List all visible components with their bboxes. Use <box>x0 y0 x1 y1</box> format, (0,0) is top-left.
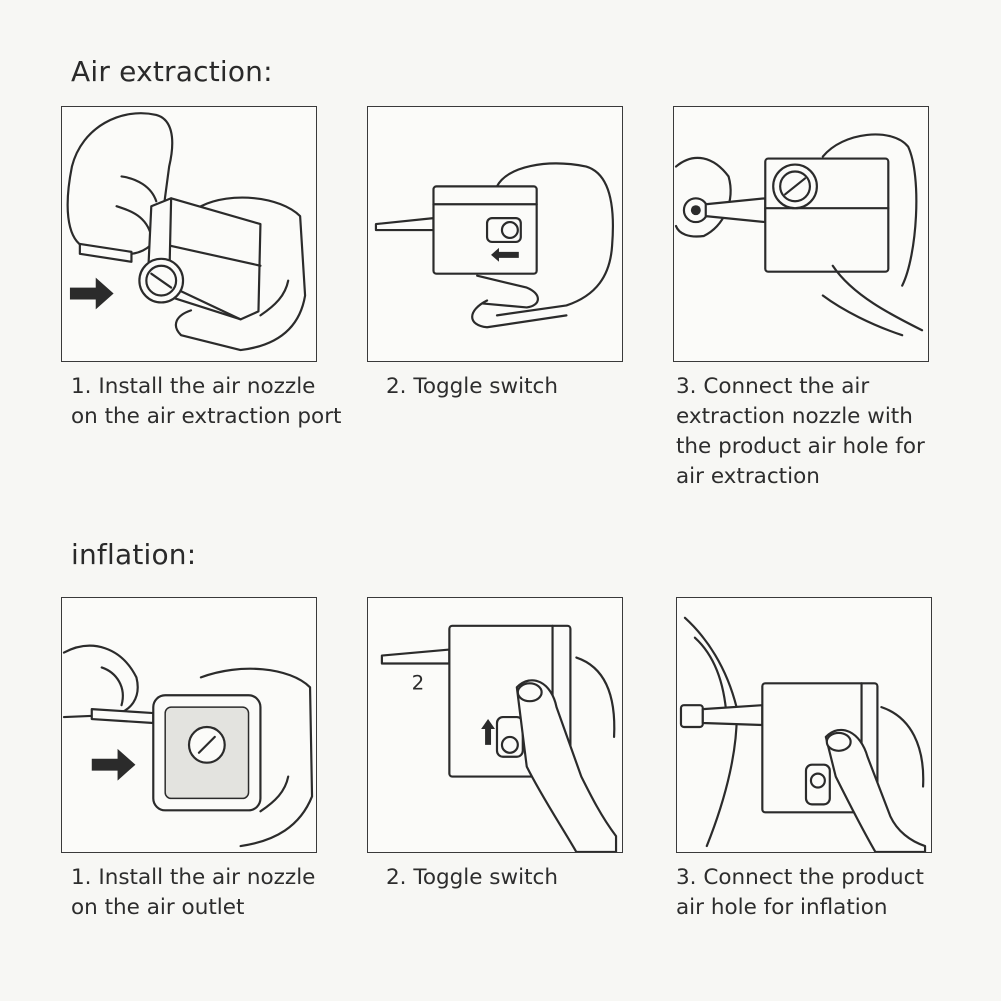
arrow-up-icon <box>481 719 495 745</box>
toggle-switch-icon <box>495 715 524 758</box>
section-title-inflation: inflation: <box>71 538 197 571</box>
hand-icon <box>66 112 307 352</box>
toggle-switch-icon <box>804 763 831 806</box>
nozzle-icon <box>78 242 133 263</box>
valve-icon <box>679 704 704 729</box>
caption-inflation-step-1: 1. Install the air nozzle on the air out… <box>71 865 316 920</box>
air-pump-icon <box>138 197 262 321</box>
hand-icon <box>679 616 927 852</box>
illustration-inflation-step-3 <box>676 597 932 853</box>
caption-inflation-step-3: 3. Connect the product air hole for infl… <box>676 865 924 920</box>
nozzle-icon <box>90 708 155 725</box>
hand-icon <box>374 162 614 329</box>
hand-icon: 2 <box>380 624 618 852</box>
illustration-inflation-step-2: 2 <box>367 597 623 853</box>
air-pump-icon <box>764 157 890 273</box>
illustration-extraction-step-3 <box>673 106 929 362</box>
arrow-left-icon <box>491 247 519 262</box>
illustration-extraction-step-1 <box>61 106 317 362</box>
illustration-inflation-step-1 <box>61 597 317 853</box>
caption-extraction-step-2: 2. Toggle switch <box>386 374 558 399</box>
valve-icon <box>682 197 709 224</box>
toggle-switch-icon <box>485 217 522 244</box>
arrow-right-icon <box>91 748 136 781</box>
nozzle-icon <box>704 197 767 224</box>
nozzle-icon <box>701 704 764 727</box>
illustration-extraction-step-2 <box>367 106 623 362</box>
arrow-right-icon <box>69 277 114 310</box>
nozzle-icon <box>380 648 451 665</box>
air-pump-icon <box>152 694 262 812</box>
section-title-air-extraction: Air extraction: <box>71 55 273 88</box>
hand-icon <box>674 133 924 337</box>
nozzle-icon <box>374 217 435 232</box>
hand-icon <box>62 644 314 848</box>
caption-extraction-step-3: 3. Connect the air extraction nozzle wit… <box>676 374 925 489</box>
figure-label: 2 <box>412 671 425 694</box>
caption-inflation-step-2: 2. Toggle switch <box>386 865 558 890</box>
caption-extraction-step-1: 1. Install the air nozzle on the air ext… <box>71 374 342 429</box>
